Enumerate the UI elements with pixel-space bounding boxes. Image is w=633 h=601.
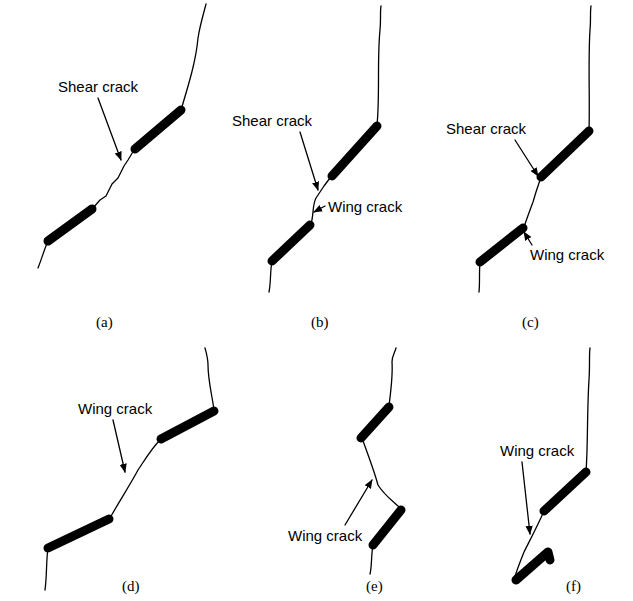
crack-label: Shear crack [446, 120, 526, 137]
crack-label: Wing crack [500, 442, 574, 459]
crack-label: Wing crack [288, 527, 362, 544]
crack-label: Shear crack [232, 112, 312, 129]
panel-label: (e) [366, 578, 383, 595]
panel-label: (f) [566, 578, 581, 595]
panel-label: (c) [522, 314, 539, 331]
crack-label: Wing crack [78, 400, 152, 417]
crack-label: Wing crack [530, 246, 604, 263]
crack-label: Wing crack [328, 198, 402, 215]
panel-label: (a) [96, 314, 113, 331]
panel-label: (b) [311, 314, 329, 331]
panel-label: (d) [122, 578, 140, 595]
crack-label: Shear crack [58, 78, 138, 95]
